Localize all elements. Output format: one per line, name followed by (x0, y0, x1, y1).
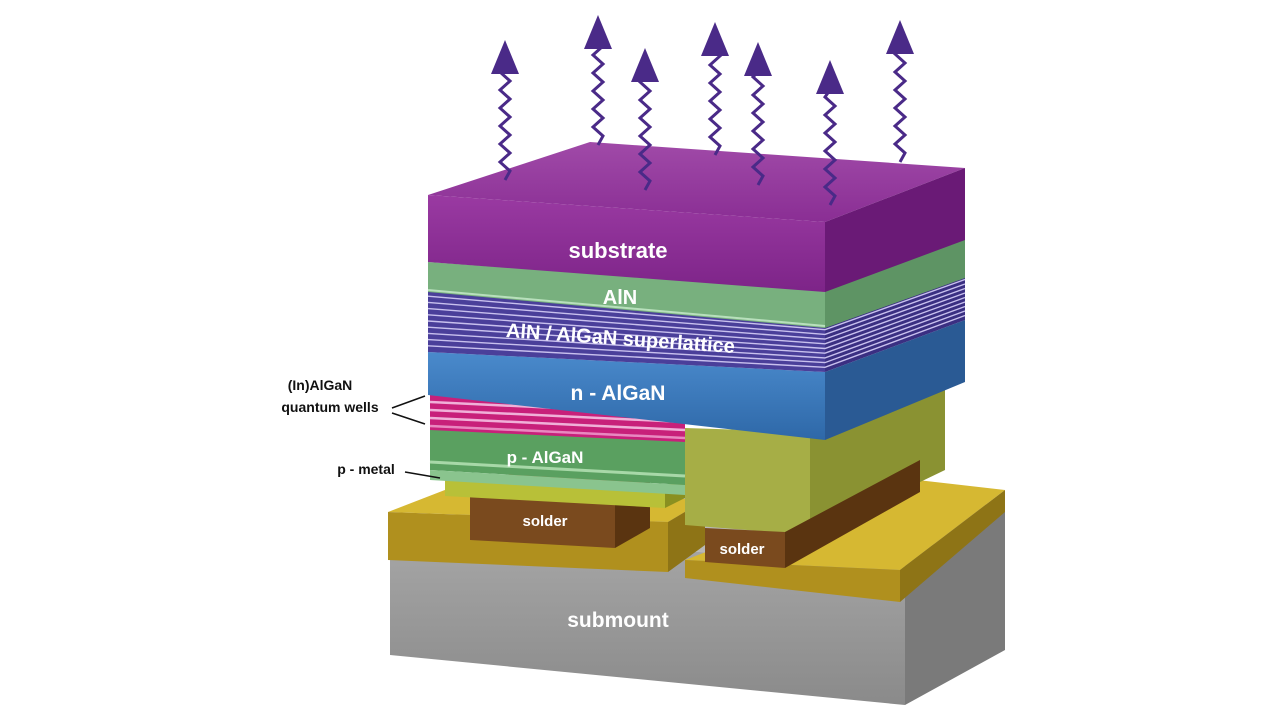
substrate-side-face (825, 168, 965, 292)
emission-wave (822, 89, 838, 206)
solder-left-front (470, 492, 615, 548)
qw-pointer-1 (391, 395, 426, 409)
n-algan-layer (428, 320, 965, 440)
superlattice-layer (427, 275, 966, 372)
substrate-front-face (428, 195, 825, 292)
n-algan-front (428, 352, 825, 440)
aln-front (428, 262, 825, 328)
quantum-wells-callout: (In)AlGaN quantum wells (281, 377, 426, 425)
emission-wave (590, 43, 607, 146)
submount-label: submount (567, 609, 668, 632)
quantum-wells-callout-line1: (In)AlGaN (288, 377, 353, 393)
superlattice-stripe (427, 283, 966, 336)
emission-wave (707, 50, 723, 156)
aln-side (825, 238, 965, 328)
emission-arrowhead (631, 48, 659, 82)
uv-emission-arrows (491, 15, 914, 206)
solder-right-label: solder (719, 541, 764, 558)
solder-right (705, 460, 920, 568)
p-algan-label: p - AlGaN (507, 448, 584, 467)
solder-right-front (705, 528, 785, 568)
aln-layer (427, 238, 965, 328)
p-algan-front (430, 428, 685, 485)
p-algan-bottom-layer (430, 470, 685, 495)
superlattice-stripe (427, 278, 966, 331)
solder-left-label: solder (522, 513, 567, 530)
emission-arrowhead (744, 42, 772, 76)
n-algan-side (825, 320, 965, 440)
n-algan-label: n - AlGaN (571, 382, 666, 405)
emission-arrowhead (491, 40, 519, 74)
emission-wave (892, 48, 908, 163)
superlattice-stripe (427, 301, 966, 354)
emission-arrowhead (886, 20, 914, 54)
superlattice-stripe (427, 305, 966, 359)
superlattice-stripe (427, 296, 966, 350)
emission-wave (497, 68, 513, 181)
emission-arrowhead (584, 15, 612, 49)
right-pad-front (685, 560, 900, 602)
superlattice-stripes (427, 278, 966, 369)
quantum-wells-callout-line2: quantum wells (281, 399, 378, 415)
aln-label: AlN (603, 287, 637, 309)
n-contact-block (685, 372, 945, 535)
p-algan-layer (429, 428, 686, 495)
right-pad-side (900, 490, 1005, 602)
qw-line-4 (429, 424, 686, 440)
emission-arrowhead (816, 60, 844, 94)
aln-edge-highlight (427, 289, 826, 327)
p-metal-pointer (404, 471, 441, 479)
superlattice-stripe (427, 314, 966, 369)
emission-wave (750, 70, 766, 186)
superlattice-stripe (427, 287, 966, 340)
n-contact-front (685, 428, 810, 535)
p-metal-callout: p - metal (337, 461, 441, 479)
superlattice-stripe (427, 310, 966, 364)
qw-pointer-2 (391, 412, 426, 425)
solder-right-side (785, 460, 920, 568)
emission-arrowhead (701, 22, 729, 56)
n-contact-side (810, 372, 945, 535)
qw-line-3 (429, 416, 686, 432)
superlattice-stripe (427, 292, 966, 345)
p-metal-callout-text: p - metal (337, 461, 395, 477)
qw-line-2 (429, 408, 686, 424)
substrate-label: substrate (568, 238, 667, 263)
emission-wave (637, 76, 653, 191)
p-algan-stripe (429, 460, 686, 478)
